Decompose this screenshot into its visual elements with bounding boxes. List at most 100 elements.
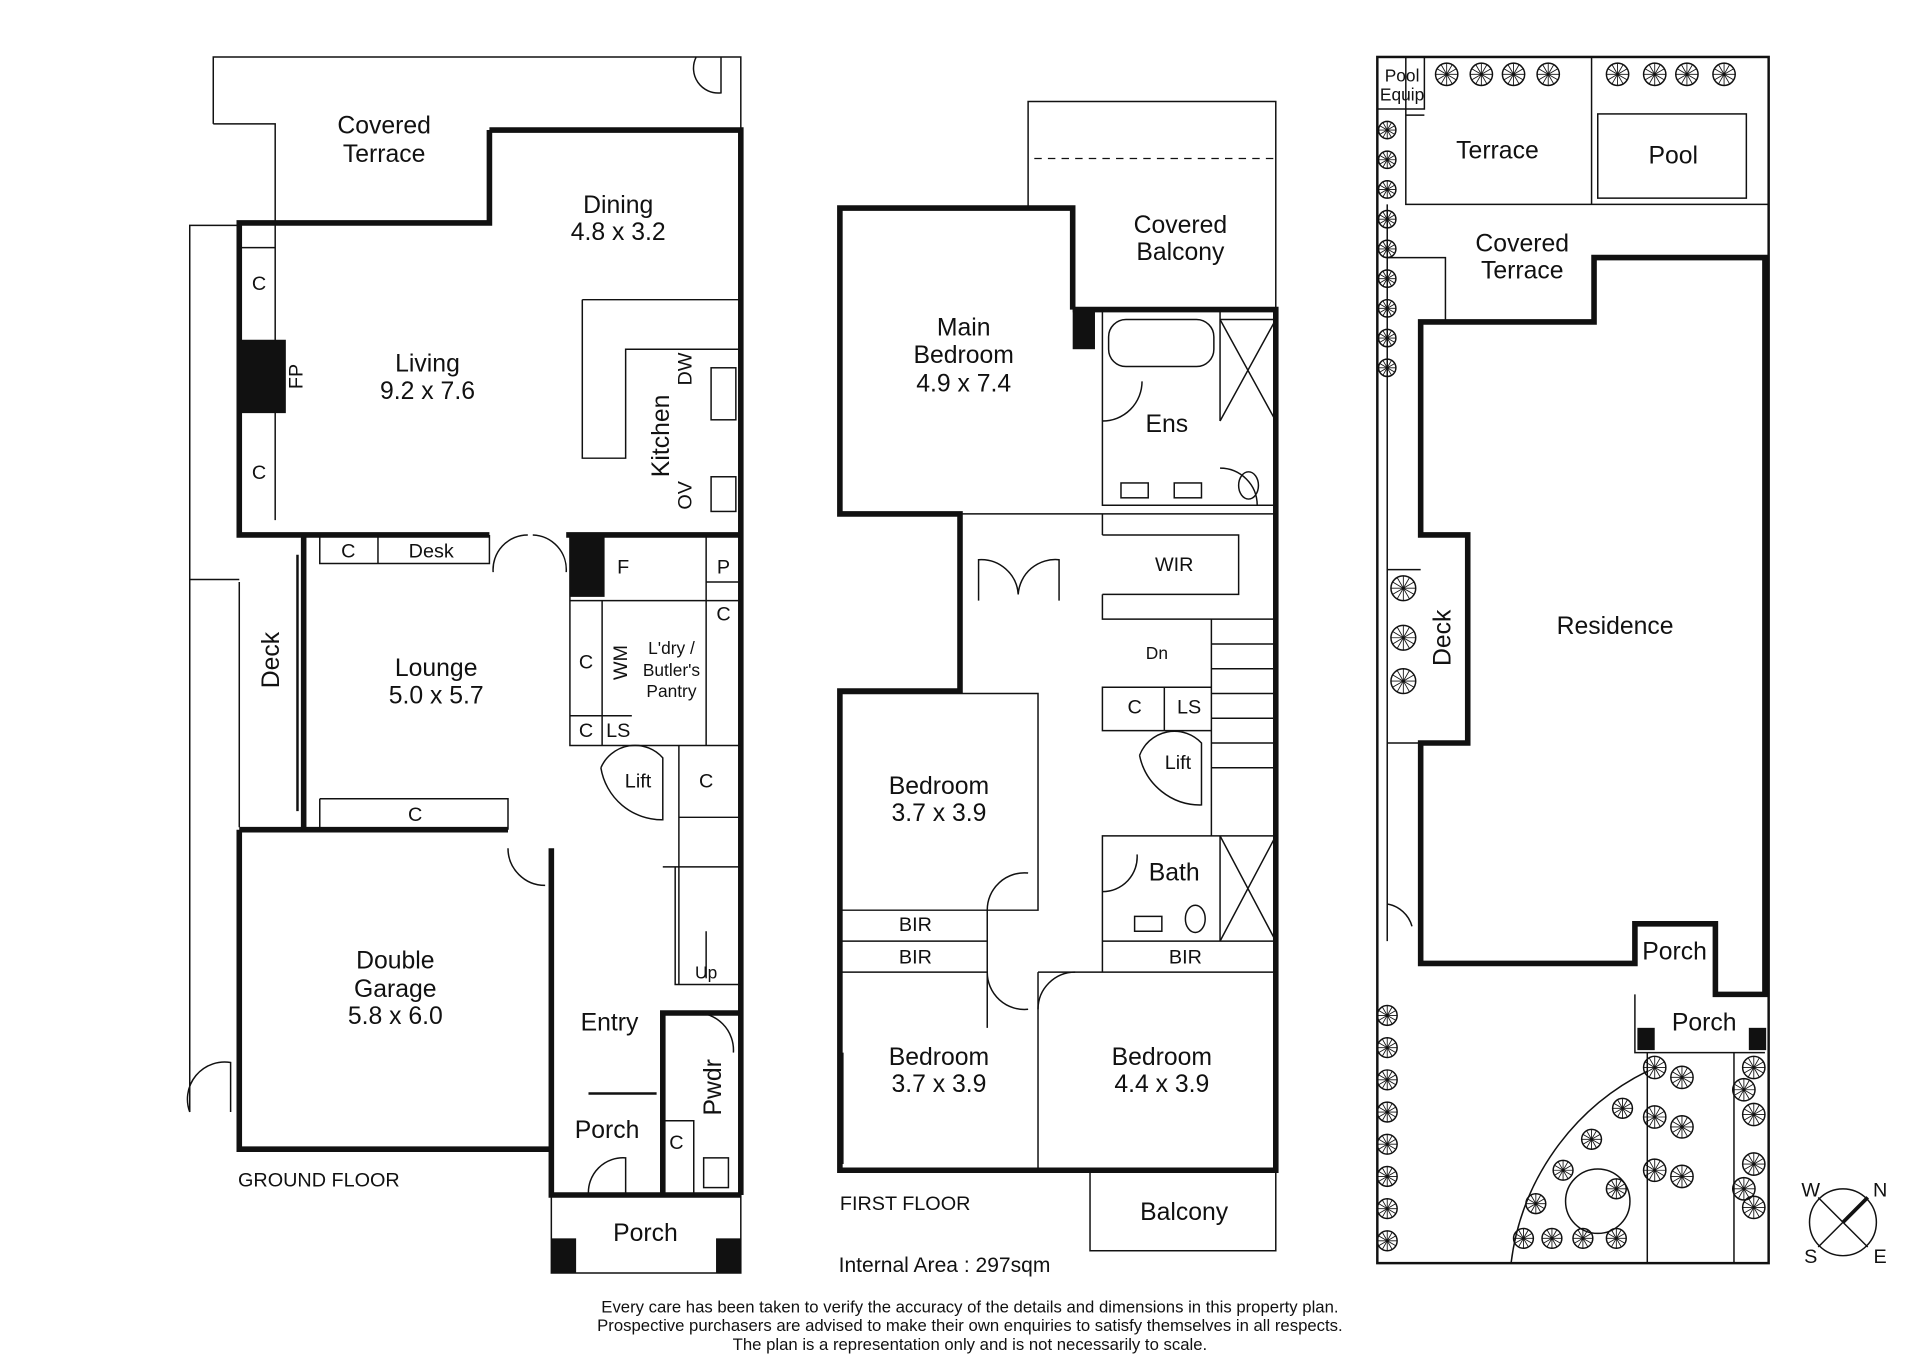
sink-icon bbox=[710, 367, 737, 421]
tree-icon-branch bbox=[1543, 1233, 1561, 1244]
ls-label: LS bbox=[1177, 696, 1201, 718]
desk-label: Desk bbox=[409, 540, 454, 562]
covered-balcony-outline bbox=[1027, 100, 1277, 310]
kitchen-label: Kitchen bbox=[648, 395, 675, 478]
shower-icon bbox=[1219, 319, 1277, 942]
tree-icon-branch bbox=[1379, 333, 1395, 343]
garage-label: Double bbox=[356, 947, 434, 974]
cupboard-label: C bbox=[699, 771, 713, 793]
bir-label: BIR bbox=[899, 914, 932, 936]
tree-icon-branch bbox=[1379, 244, 1395, 254]
tree-icon-branch bbox=[1379, 273, 1395, 284]
tree-icon-branch bbox=[1379, 363, 1395, 373]
deck-outline bbox=[186, 224, 241, 1113]
tree-icon-branch bbox=[1644, 1164, 1665, 1177]
large-tree-icon bbox=[1564, 1168, 1631, 1235]
tree-icon-branch bbox=[1379, 125, 1395, 135]
cupboard-label: C bbox=[579, 720, 593, 742]
svg-text:W: W bbox=[1801, 1179, 1820, 1201]
tree-icon-branch bbox=[1392, 674, 1415, 688]
ls-label: LS bbox=[606, 720, 630, 742]
bath-label: Bath bbox=[1149, 859, 1200, 886]
tree-icon-branch bbox=[1743, 1158, 1764, 1171]
site-plan: Pool Equip Terrace Pool Covered Terrace … bbox=[1376, 55, 1887, 1268]
cupboard-label: C bbox=[716, 603, 730, 625]
laundry-label: Pantry bbox=[646, 681, 696, 701]
covered-balcony-label: Covered bbox=[1134, 212, 1228, 239]
tree-icon-branch bbox=[1672, 1170, 1692, 1183]
covered-balcony-label: Balcony bbox=[1136, 239, 1225, 266]
first-floor-plan: Covered Balcony Main Bedroom 4.9 x 7.4 E… bbox=[837, 100, 1279, 1277]
covered-terrace-label: Covered bbox=[1475, 230, 1569, 257]
tree-icon-branch bbox=[1743, 1108, 1764, 1121]
tree-icon-branch bbox=[1743, 1201, 1764, 1214]
bedroom-label: Bedroom bbox=[889, 773, 989, 800]
covered-terrace-label: Terrace bbox=[343, 141, 426, 168]
balcony-label: Balcony bbox=[1140, 1199, 1229, 1226]
svg-text:N: N bbox=[1873, 1179, 1887, 1201]
covered-terrace-outline bbox=[212, 56, 742, 223]
svg-text:Every care has been taken to v: Every care has been taken to verify the … bbox=[601, 1298, 1338, 1317]
doors bbox=[977, 381, 1258, 1011]
site-boundary bbox=[1376, 55, 1770, 1265]
bath-icon bbox=[1107, 318, 1215, 368]
lounge-label: Lounge bbox=[395, 655, 478, 682]
deck-label: Deck bbox=[1429, 609, 1456, 666]
tree-icon-branch bbox=[1582, 1133, 1601, 1145]
cupboard-label: C bbox=[669, 1132, 683, 1154]
cupboard-label: C bbox=[408, 804, 422, 826]
tree-icon-branch bbox=[1379, 303, 1395, 314]
stairs-up-label: Up bbox=[695, 962, 717, 982]
first-inner-walls bbox=[842, 309, 1277, 1171]
tree-icon-branch bbox=[1378, 1203, 1397, 1214]
pool-label: Pool bbox=[1649, 142, 1699, 169]
cupboard-label: C bbox=[341, 540, 355, 562]
tree-icon-branch bbox=[1378, 1074, 1397, 1086]
fp-label: FP bbox=[285, 364, 307, 389]
vanity-icon bbox=[1173, 482, 1203, 499]
tree-icon-branch bbox=[1392, 631, 1415, 645]
pool-equip-label: Equip bbox=[1380, 84, 1424, 104]
tree-icon-branch bbox=[1644, 1111, 1665, 1123]
fridge-label: F bbox=[617, 556, 629, 578]
tree-icon-branch bbox=[1514, 1233, 1533, 1244]
tree-icon-branch bbox=[1574, 1233, 1592, 1244]
cupboard-label: C bbox=[579, 652, 593, 674]
garage-label: Garage bbox=[354, 976, 437, 1003]
tree-icon-branch bbox=[1378, 1235, 1397, 1247]
porch-label: Porch bbox=[575, 1117, 640, 1144]
wm-label: WM bbox=[610, 645, 632, 680]
garage-size: 5.8 x 6.0 bbox=[348, 1003, 443, 1030]
tree-icon-branch bbox=[1607, 1183, 1626, 1195]
bedroom-label: Bedroom bbox=[1112, 1044, 1212, 1071]
laundry-label: L'dry / bbox=[648, 638, 695, 658]
oven-icon bbox=[710, 476, 737, 513]
tree-icon-branch bbox=[1743, 1061, 1764, 1074]
pool-outline bbox=[1597, 113, 1748, 199]
powder-label: Pwdr bbox=[700, 1059, 727, 1115]
svg-text:The plan is a representation o: The plan is a representation only and is… bbox=[733, 1335, 1207, 1354]
terrace-label: Terrace bbox=[1456, 138, 1539, 165]
tree-icon-branch bbox=[1379, 214, 1395, 224]
porch-label: Porch bbox=[1642, 939, 1707, 966]
dw-label: DW bbox=[674, 352, 696, 385]
dining-label: Dining bbox=[583, 192, 653, 219]
bir-label: BIR bbox=[1169, 946, 1202, 968]
main-bedroom-label: Main bbox=[937, 315, 991, 342]
lift-label: Lift bbox=[625, 771, 652, 793]
vanity-icon bbox=[1133, 915, 1163, 932]
laundry-label: Butler's bbox=[643, 660, 701, 680]
tree-icon-branch bbox=[1734, 1182, 1754, 1195]
first-floor-title: FIRST FLOOR bbox=[840, 1193, 971, 1215]
tree-icon-branch bbox=[1378, 1106, 1397, 1118]
cupboard-label: C bbox=[252, 462, 266, 484]
tree-icon-branch bbox=[1672, 1120, 1692, 1133]
tree-icon-branch bbox=[1379, 155, 1395, 165]
tree-icon-branch bbox=[1644, 68, 1665, 81]
tree-icon-branch bbox=[1378, 1042, 1397, 1053]
ground-floor-plan: Covered Terrace Dining 4.8 x 3.2 Living … bbox=[186, 56, 744, 1274]
svg-text:E: E bbox=[1873, 1246, 1886, 1268]
residence-label: Residence bbox=[1557, 613, 1674, 640]
tree-icon-branch bbox=[1607, 1233, 1626, 1244]
